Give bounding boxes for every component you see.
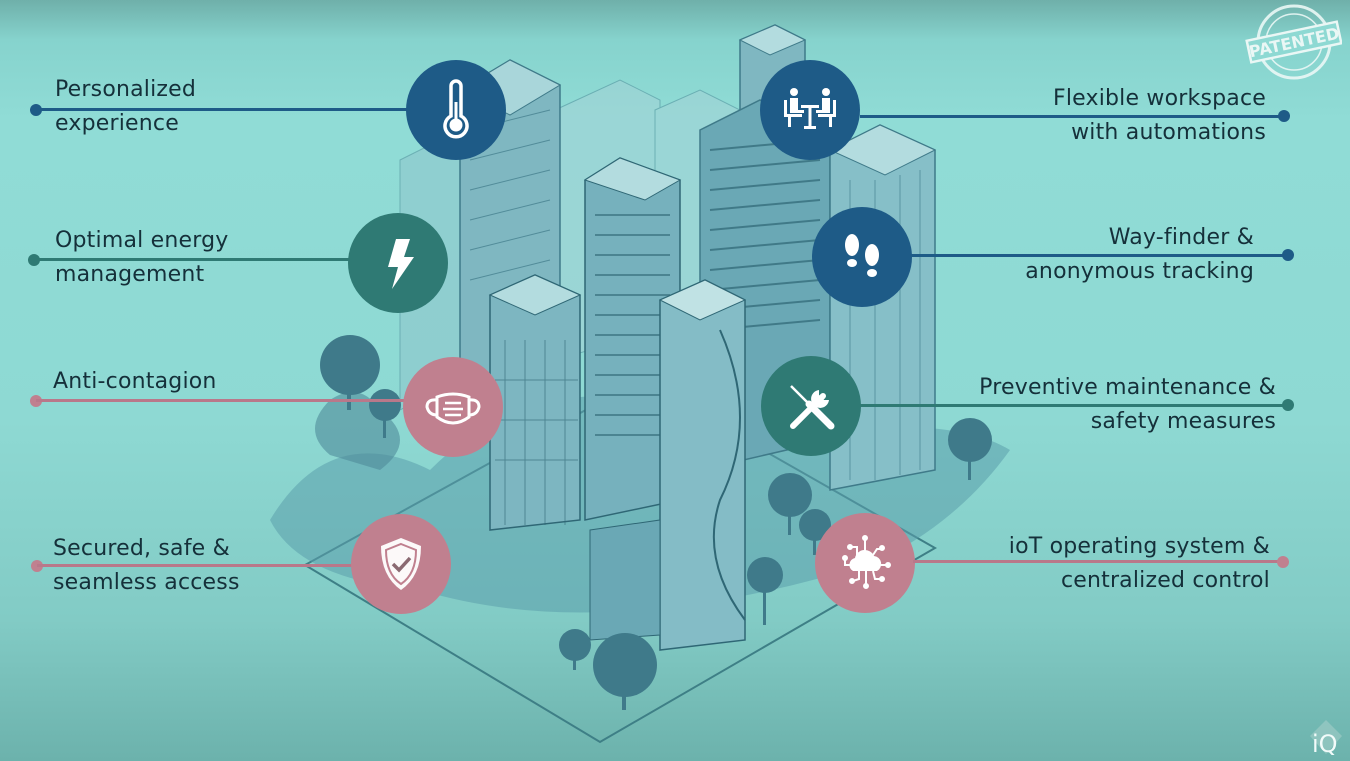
connector-line [860, 404, 1288, 407]
connector-dot [1277, 556, 1289, 568]
feature-badge-way-finder[interactable] [812, 207, 912, 307]
wrench-screwdriver-icon [790, 385, 835, 430]
face-mask-icon [425, 392, 481, 425]
meeting-table-icon [784, 88, 836, 129]
connector-line [913, 560, 1283, 563]
shield-check-icon [381, 538, 421, 590]
feature-label-way-finder: Way-finder & anonymous tracking [1025, 225, 1254, 284]
feature-label-iot-operating-system: ioT operating system & centralized contr… [1008, 534, 1270, 593]
feature-badge-flexible-workspace[interactable] [760, 60, 860, 160]
connector-line [37, 564, 357, 567]
connector-line [910, 254, 1288, 257]
footprints-icon [845, 234, 879, 277]
feature-label-secured-access: Secured, safe & seamless access [53, 536, 240, 595]
connector-dot [1282, 249, 1294, 261]
feature-label-anti-contagion: Anti-contagion [53, 369, 217, 394]
patented-stamp: PATENTED [1245, 4, 1342, 80]
feature-badge-anti-contagion[interactable] [403, 357, 503, 457]
feature-label-personalized-experience: Personalized experience [55, 77, 197, 136]
feature-badge-iot-operating-system[interactable] [815, 513, 915, 613]
connector-line [36, 399, 410, 402]
connector-line [860, 115, 1284, 118]
feature-badge-personalized-experience[interactable] [406, 60, 506, 160]
feature-badge-secured-access[interactable] [351, 514, 451, 614]
cloud-network-icon [842, 535, 891, 589]
feature-badge-preventive-maintenance[interactable] [761, 356, 861, 456]
thermometer-icon [443, 79, 469, 139]
connector-line [36, 108, 416, 111]
connector-dot [1282, 399, 1294, 411]
lightning-bolt-icon [388, 239, 414, 289]
feature-label-preventive-maintenance: Preventive maintenance & safety measures [979, 375, 1276, 434]
feature-label-flexible-workspace: Flexible workspace with automations [1052, 86, 1266, 145]
svg-text:iQ: iQ [1312, 730, 1338, 758]
iq-logo: iQ [1310, 720, 1342, 758]
connector-dot [1278, 110, 1290, 122]
feature-label-optimal-energy-management: Optimal energy management [55, 228, 229, 287]
connector-line [34, 258, 354, 261]
feature-badge-optimal-energy-management[interactable] [348, 213, 448, 313]
